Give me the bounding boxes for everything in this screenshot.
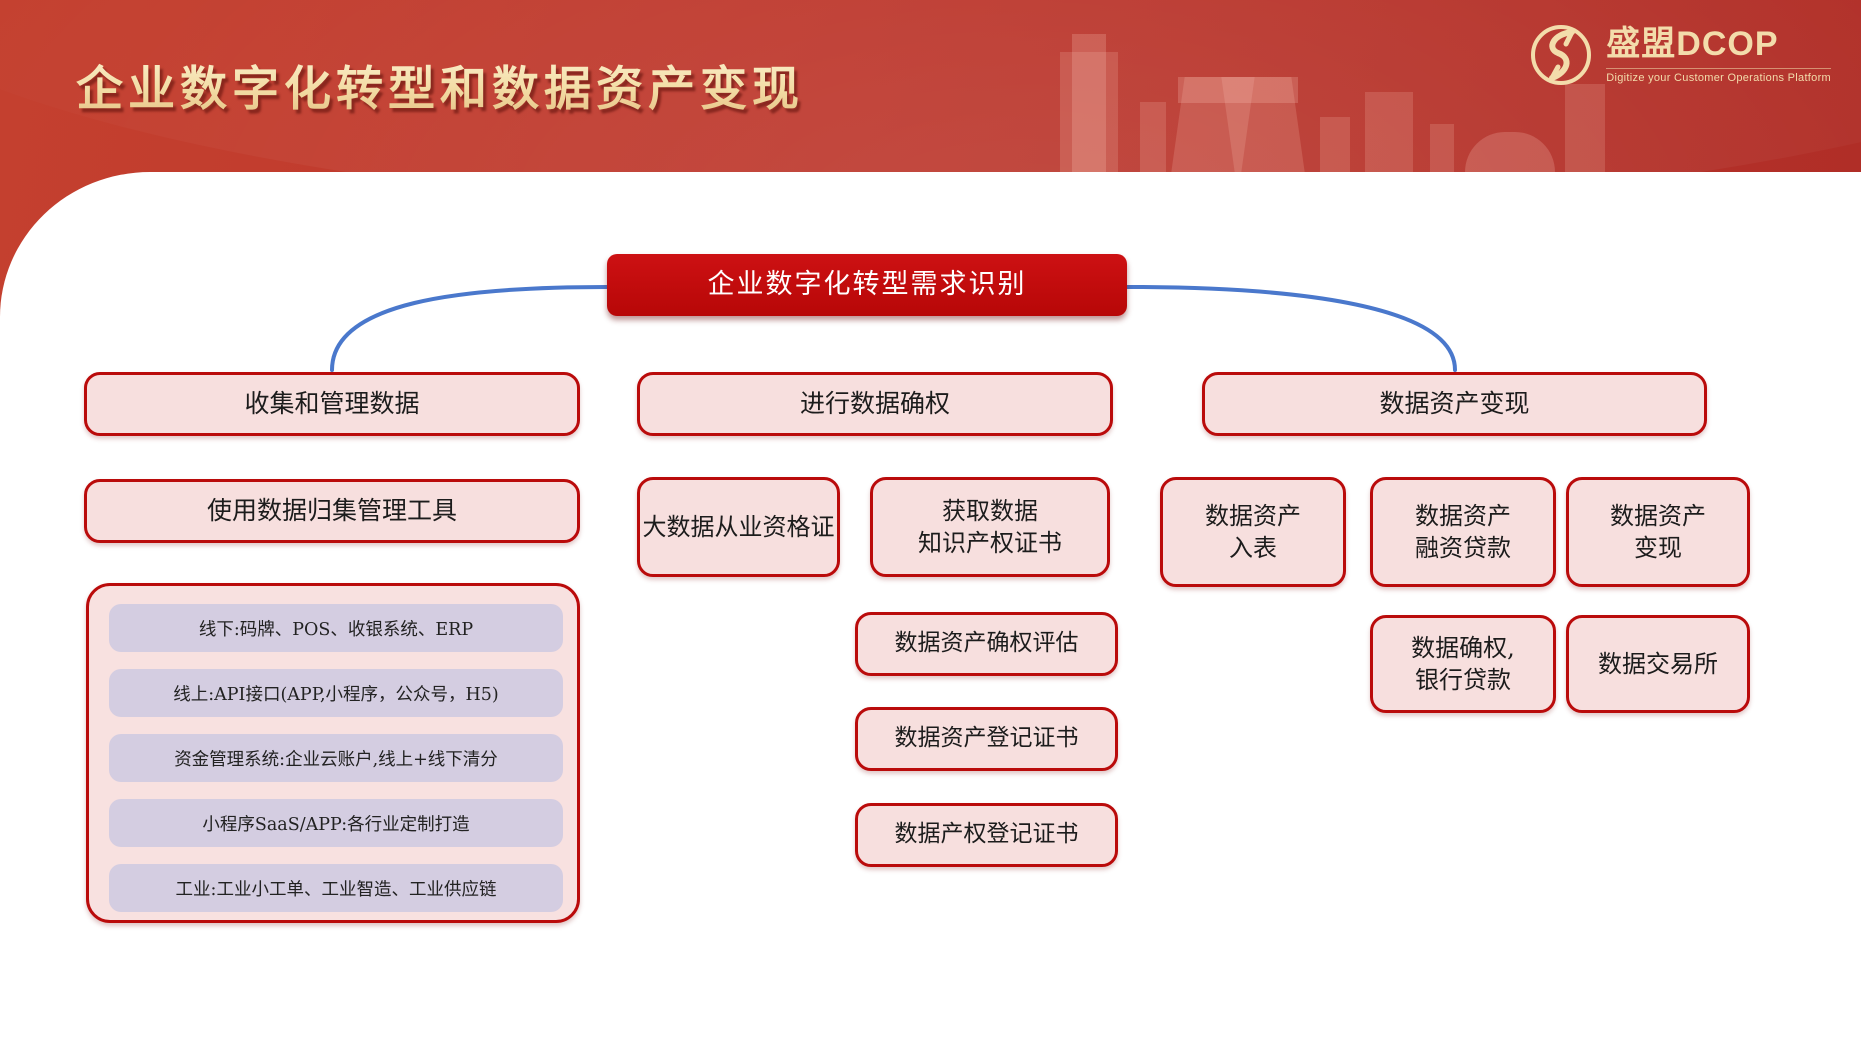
tool-item-offline: 线下:码牌、POS、收银系统、ERP — [109, 604, 563, 652]
node-data-exchange: 数据交易所 — [1566, 615, 1750, 713]
tools-group: 线下:码牌、POS、收银系统、ERP 线上:API接口(APP,小程序，公众号，… — [86, 583, 580, 923]
brand-logo-icon — [1531, 25, 1592, 85]
brand-logo: 盛盟DCOP Digitize your Customer Operations… — [1528, 22, 1831, 88]
connector-root-left — [330, 285, 609, 372]
node-ip-certificate: 获取数据 知识产权证书 — [870, 477, 1110, 577]
connector-root-right — [1125, 285, 1457, 372]
tool-item-saas: 小程序SaaS/APP:各行业定制打造 — [109, 799, 563, 847]
page-title: 企业数字化转型和数据资产变现 — [76, 50, 804, 119]
node-asset-monetize: 数据资产 变现 — [1566, 477, 1750, 587]
node-asset-registration-cert: 数据资产登记证书 — [855, 707, 1118, 771]
city-skyline-silhouette — [1020, 0, 1620, 172]
tool-item-funds: 资金管理系统:企业云账户,线上+线下清分 — [109, 734, 563, 782]
brand-tagline: Digitize your Customer Operations Platfo… — [1606, 71, 1831, 84]
node-asset-financing-loan: 数据资产 融资贷款 — [1370, 477, 1556, 587]
node-property-registration-cert: 数据产权登记证书 — [855, 803, 1118, 867]
node-data-rights-confirmation: 进行数据确权 — [637, 372, 1113, 436]
brand-name: 盛盟DCOP — [1606, 25, 1779, 64]
tool-item-online: 线上:API接口(APP,小程序，公众号，H5) — [109, 669, 563, 717]
node-root: 企业数字化转型需求识别 — [607, 254, 1127, 316]
node-data-asset-monetization: 数据资产变现 — [1202, 372, 1707, 436]
node-bigdata-certificate: 大数据从业资格证 — [637, 477, 840, 577]
tool-item-industry: 工业:工业小工单、工业智造、工业供应链 — [109, 864, 563, 912]
node-asset-on-balance-sheet: 数据资产 入表 — [1160, 477, 1346, 587]
logo-separator — [1606, 67, 1831, 69]
node-asset-rights-evaluation: 数据资产确权评估 — [855, 612, 1118, 676]
node-bank-loan: 数据确权, 银行贷款 — [1370, 615, 1556, 713]
node-collect-manage-data: 收集和管理数据 — [84, 372, 580, 436]
node-data-collection-tools: 使用数据归集管理工具 — [84, 479, 580, 543]
